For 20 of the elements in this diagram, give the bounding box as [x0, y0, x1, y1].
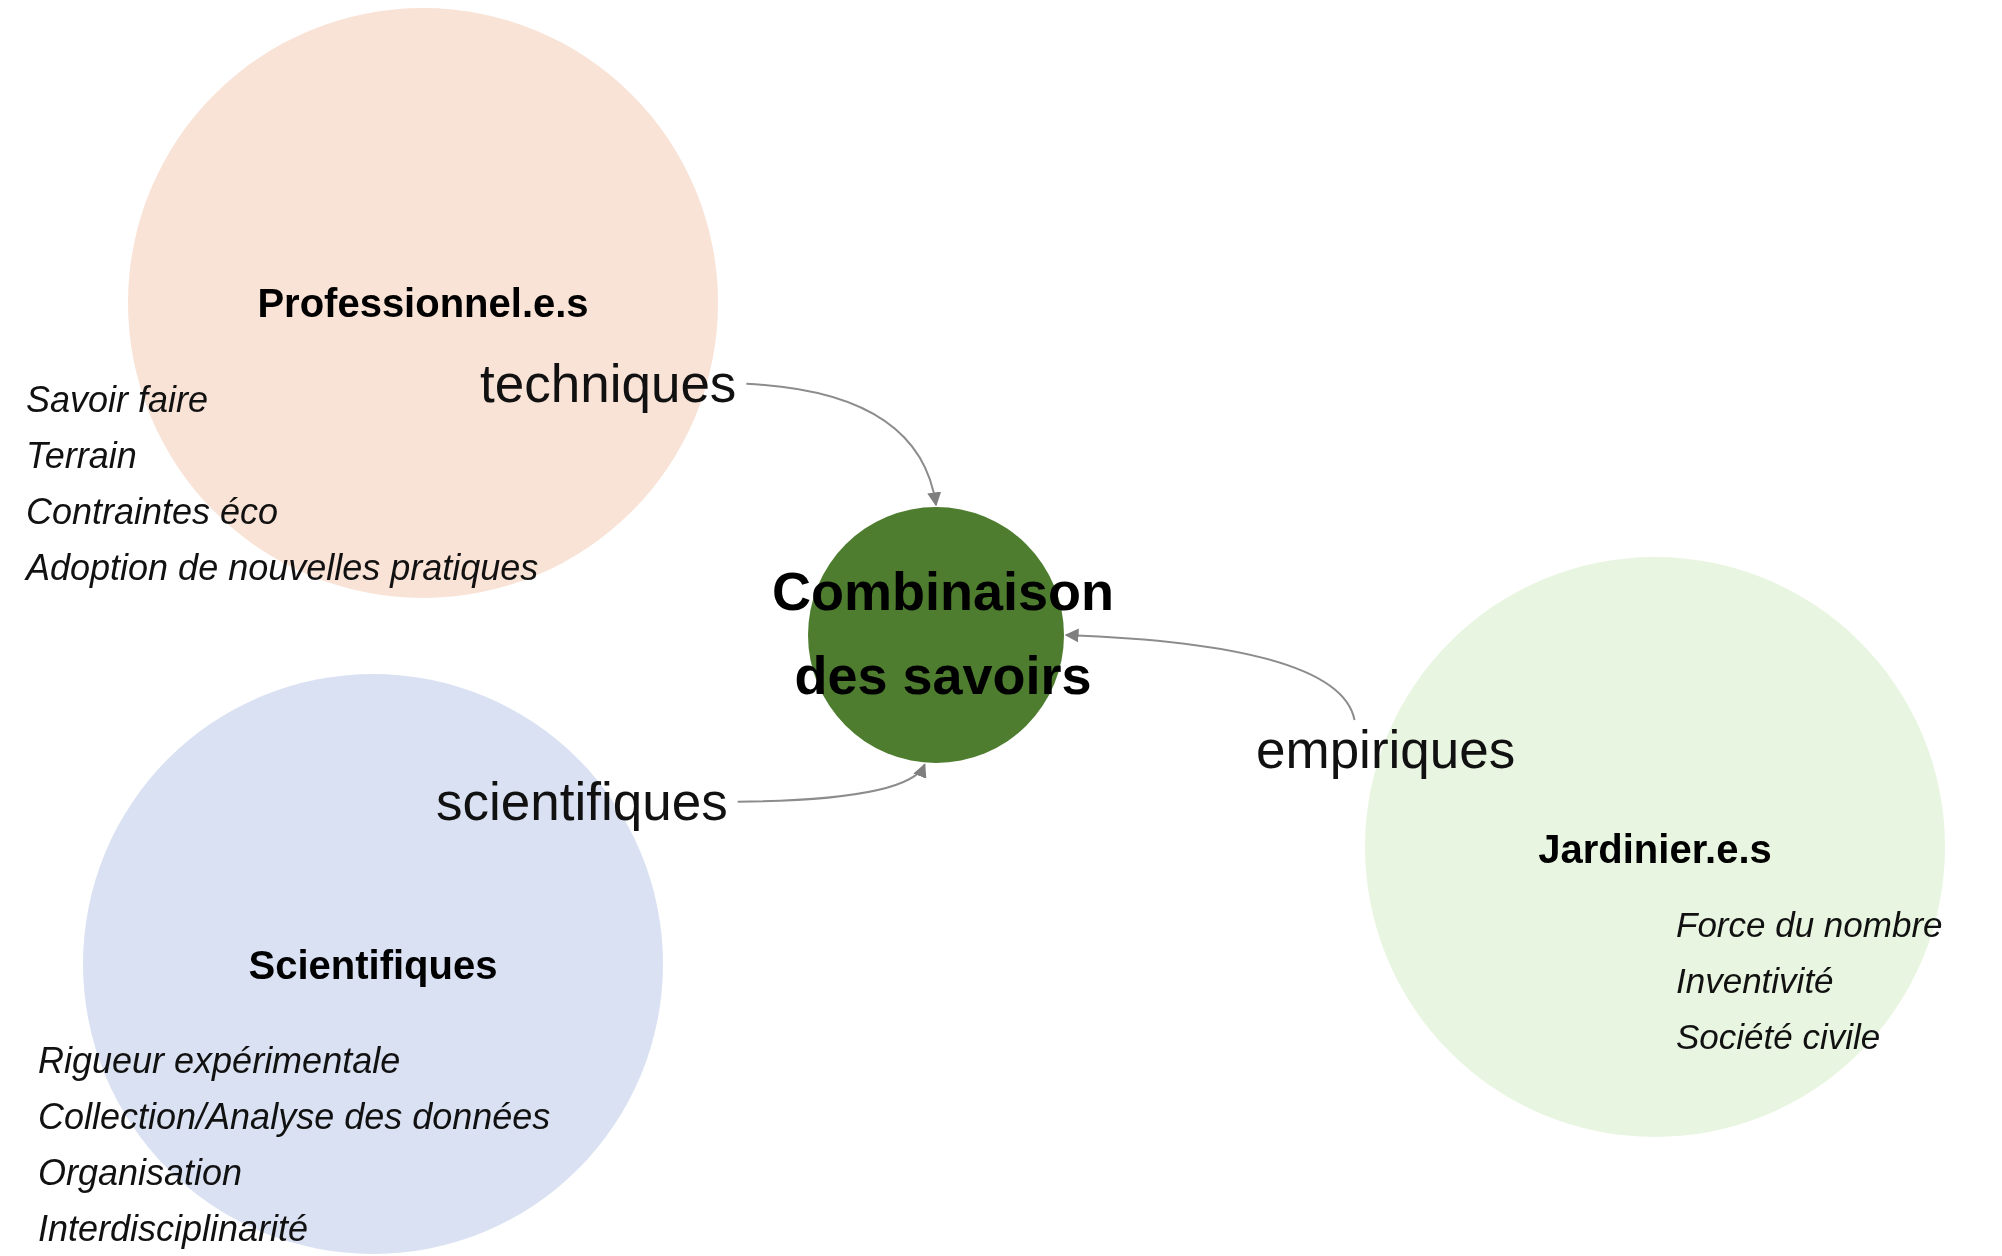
list-item: Savoir faire	[26, 382, 209, 418]
arrow	[745, 382, 941, 507]
arrow	[1064, 628, 1356, 721]
list-item: Interdisciplinarité	[38, 1211, 309, 1247]
list-item: Rigueur expérimentale	[38, 1043, 401, 1079]
list-item: Société civile	[1676, 1018, 1881, 1054]
list-item: Inventivité	[1676, 962, 1834, 998]
list-item: Contraintes éco	[26, 494, 279, 530]
group-heading: Professionnel.e.s	[257, 280, 589, 327]
group-heading: Scientifiques	[248, 942, 498, 989]
list-item: Adoption de nouvelles pratiques	[26, 550, 539, 586]
knowledge-label: techniques	[480, 352, 737, 416]
list-item: Organisation	[38, 1155, 243, 1191]
knowledge-label: empiriques	[1256, 718, 1516, 782]
knowledge-label: scientifiques	[436, 770, 728, 834]
list-item: Collection/Analyse des données	[38, 1099, 551, 1135]
list-item: Force du nombre	[1676, 906, 1943, 942]
group-heading: Jardinier.e.s	[1538, 826, 1772, 873]
arrow	[736, 763, 926, 803]
list-item: Terrain	[26, 438, 137, 474]
